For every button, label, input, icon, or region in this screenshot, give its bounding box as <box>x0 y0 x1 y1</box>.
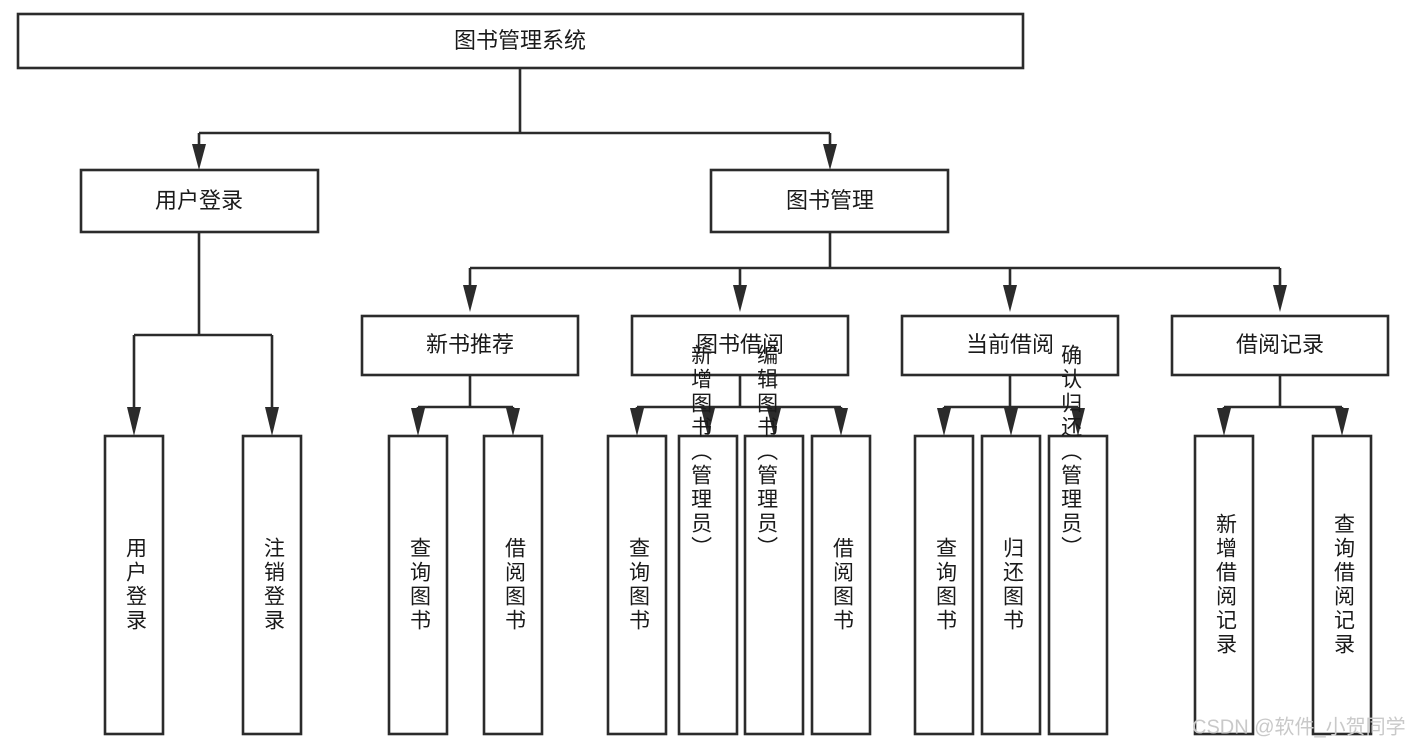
arrow-head-leaf-borrow-record-1 <box>1217 408 1231 436</box>
leaf-new-book-borrow-label: 借阅图书 <box>502 537 526 633</box>
arrow-head-book-mgmt <box>823 144 837 170</box>
arrow-head-user-login <box>192 144 206 170</box>
leaf-book-borrow-add[interactable]: 新增图书（管理员） <box>677 344 739 736</box>
node-book-borrow-label: 图书借阅 <box>696 332 784 357</box>
arrow-head-leaf-current-borrow-2 <box>1004 408 1018 436</box>
leaf-user-login-login-label: 用户登录 <box>123 537 147 633</box>
node-book-borrow[interactable]: 图书借阅 <box>630 314 850 377</box>
leaf-user-login-logout[interactable]: 注销登录 <box>241 434 303 736</box>
leaf-book-borrow-add-label: 新增图书（管理员） <box>689 344 713 560</box>
node-book-management[interactable]: 图书管理 <box>709 168 950 234</box>
leaf-borrow-record-add-label: 新增借阅记录 <box>1213 513 1237 657</box>
arrow-head-borrow-record <box>1273 285 1287 312</box>
node-user-login[interactable]: 用户登录 <box>79 168 320 234</box>
leaf-current-borrow-query-label: 查询图书 <box>933 537 957 633</box>
arrow-head-leaf-book-borrow-3 <box>767 408 781 436</box>
leaf-new-book-borrow[interactable]: 借阅图书 <box>482 434 544 736</box>
leaf-book-borrow-borrow[interactable]: 借阅图书 <box>810 434 872 736</box>
leaf-borrow-record-query-label: 查询借阅记录 <box>1331 513 1355 657</box>
leaf-new-book-query-label: 查询图书 <box>407 537 431 633</box>
node-user-login-label: 用户登录 <box>155 188 243 213</box>
arrow-head-leaf-book-borrow-4 <box>834 408 848 436</box>
node-borrow-record-label: 借阅记录 <box>1236 332 1324 357</box>
node-book-management-label: 图书管理 <box>786 188 874 213</box>
arrow-head-leaf-current-borrow-3 <box>1071 408 1085 436</box>
leaf-book-borrow-query[interactable]: 查询图书 <box>606 434 668 736</box>
leaf-book-borrow-edit[interactable]: 编辑图书（管理员） <box>743 344 805 736</box>
node-current-borrow[interactable]: 当前借阅 <box>900 314 1120 377</box>
leaf-user-login-logout-label: 注销登录 <box>261 537 285 633</box>
leaf-borrow-record-query[interactable]: 查询借阅记录 <box>1311 434 1373 736</box>
csdn-watermark: CSDN @软件_小贺同学 <box>1192 715 1405 738</box>
leaf-current-borrow-query[interactable]: 查询图书 <box>913 434 975 736</box>
node-root-system[interactable]: 图书管理系统 <box>16 12 1025 70</box>
node-current-borrow-label: 当前借阅 <box>966 332 1054 357</box>
leaf-current-borrow-return-label: 归还图书 <box>1000 537 1024 633</box>
leaf-borrow-record-add[interactable]: 新增借阅记录 <box>1193 434 1255 736</box>
node-root-system-label: 图书管理系统 <box>454 28 586 53</box>
arrow-head-leaf-new-book-1 <box>411 408 425 436</box>
leaf-user-login-login[interactable]: 用户登录 <box>103 434 165 736</box>
arrow-head-leaf-book-borrow-2 <box>701 408 715 436</box>
leaf-current-borrow-confirm-label: 确认归还（管理员） <box>1059 344 1083 560</box>
arrow-head-book-borrow <box>733 285 747 312</box>
leaf-new-book-query[interactable]: 查询图书 <box>387 434 449 736</box>
leaf-book-borrow-edit-label: 编辑图书（管理员） <box>755 344 779 560</box>
leaf-current-borrow-return[interactable]: 归还图书 <box>980 434 1042 736</box>
connector-layer <box>127 68 1349 436</box>
leaf-book-borrow-borrow-label: 借阅图书 <box>830 537 854 633</box>
arrow-head-leaf-new-book-2 <box>506 408 520 436</box>
arrow-head-leaf-book-borrow-1 <box>630 408 644 436</box>
node-new-book-recommend-label: 新书推荐 <box>426 332 514 357</box>
arrow-head-current-borrow <box>1003 285 1017 312</box>
node-borrow-record[interactable]: 借阅记录 <box>1170 314 1390 377</box>
node-new-book-recommend[interactable]: 新书推荐 <box>360 314 580 377</box>
arrow-head-leaf-user-login-1 <box>127 407 141 436</box>
leaf-current-borrow-confirm[interactable]: 确认归还（管理员） <box>1047 344 1109 736</box>
leaf-book-borrow-query-label: 查询图书 <box>626 537 650 633</box>
arrow-head-leaf-user-login-2 <box>265 407 279 436</box>
arrow-head-new-book <box>463 285 477 312</box>
arrow-head-leaf-current-borrow-1 <box>937 408 951 436</box>
arrow-head-leaf-borrow-record-2 <box>1335 408 1349 436</box>
